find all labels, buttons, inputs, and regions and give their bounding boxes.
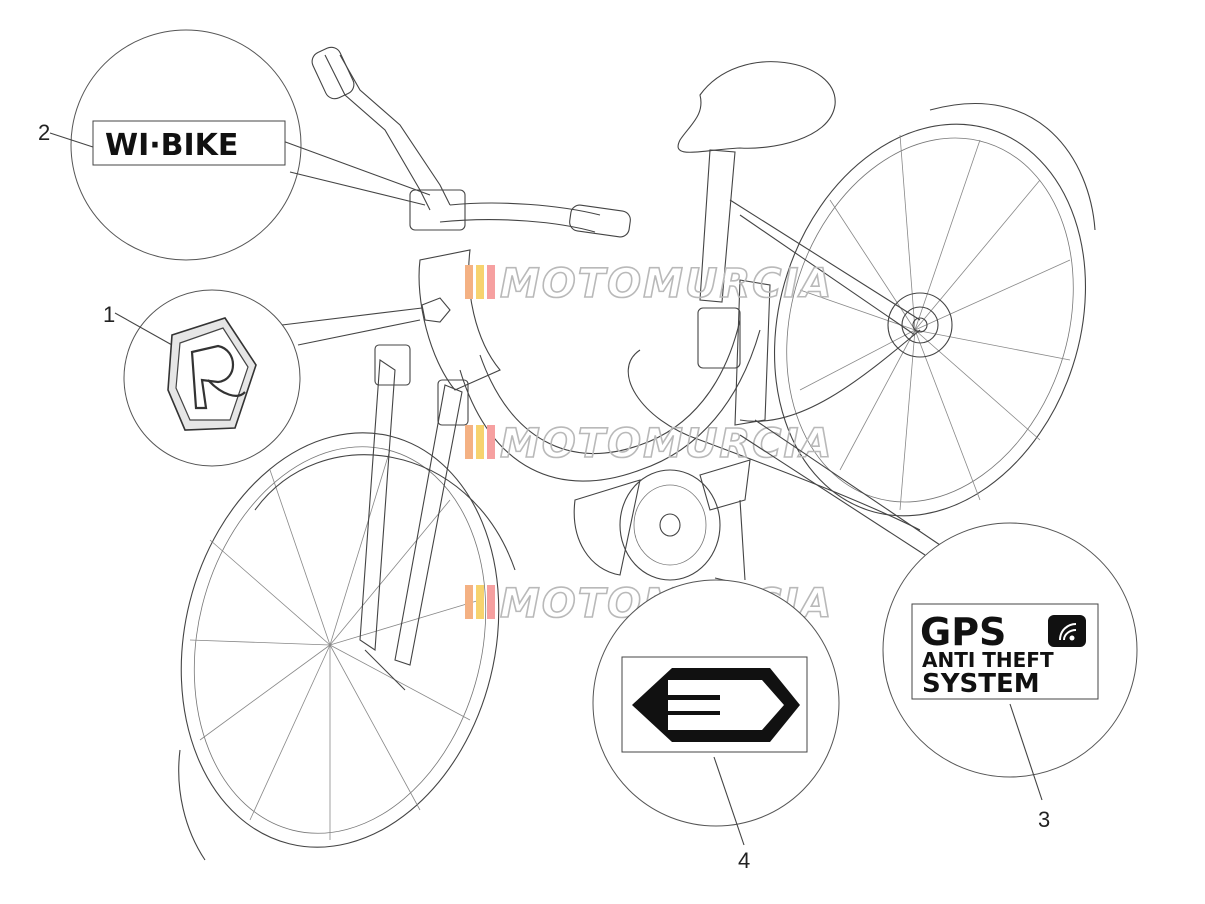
callout-number-2: 2 bbox=[38, 120, 50, 145]
front-wheel bbox=[178, 432, 516, 861]
watermark-text-top: MOTOMURCIA bbox=[500, 261, 833, 307]
callout-number-3: 3 bbox=[1038, 807, 1050, 832]
callout-4-e-decal: 4 bbox=[592, 499, 840, 873]
e-logo-icon bbox=[632, 668, 800, 742]
callout-number-4: 4 bbox=[738, 848, 750, 873]
gps-signal-icon bbox=[1048, 615, 1086, 647]
watermark-middle: MOTOMURCIA bbox=[465, 420, 833, 468]
piaggio-emblem-icon bbox=[167, 317, 257, 431]
callout-number-1: 1 bbox=[103, 302, 115, 327]
handlebar bbox=[311, 46, 631, 323]
callout-3-gps-decal: GPS ANTI THEFT SYSTEM 3 bbox=[739, 419, 1138, 832]
callout-1-emblem: 1 bbox=[103, 289, 423, 467]
rear-wheel bbox=[773, 103, 1096, 517]
gps-decal-line2: ANTI THEFT bbox=[922, 648, 1054, 672]
callout-2-wibike-decal: WI·BIKE 2 bbox=[38, 29, 431, 261]
frame bbox=[418, 149, 921, 581]
wibike-decal-text: WI·BIKE bbox=[105, 128, 238, 163]
watermark-top: MOTOMURCIA bbox=[465, 260, 833, 308]
saddle bbox=[677, 61, 836, 153]
watermark-group: MOTOMURCIA MOTOMURCIA MOTOMURCIA bbox=[465, 260, 833, 628]
bicycle-drawing bbox=[178, 46, 1096, 861]
gps-decal-line1: GPS bbox=[920, 610, 1006, 654]
gps-decal-line3: SYSTEM bbox=[922, 669, 1040, 699]
front-fork bbox=[359, 344, 469, 691]
watermark-text-middle: MOTOMURCIA bbox=[500, 421, 833, 467]
